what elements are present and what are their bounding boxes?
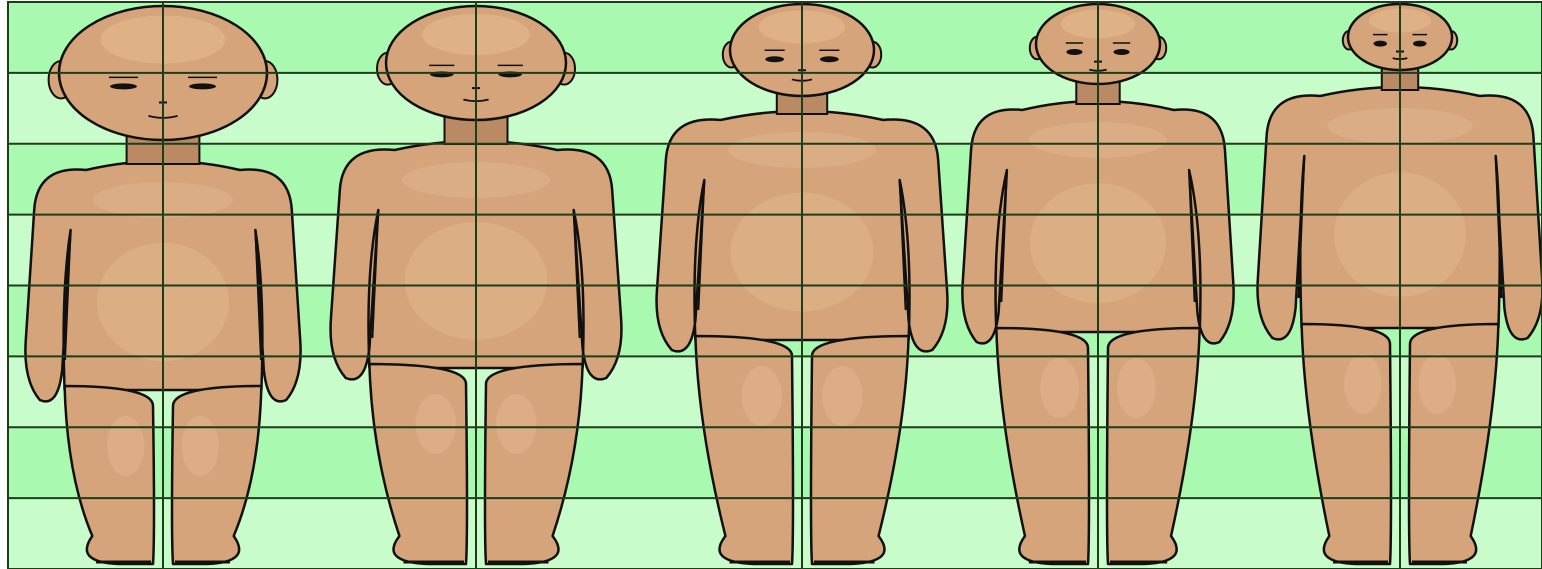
right-thigh-highlight	[1419, 354, 1456, 414]
right-thigh-highlight	[1117, 358, 1155, 418]
left-eye	[765, 56, 784, 62]
left-thigh-highlight	[107, 416, 144, 476]
left-eye	[1066, 49, 1082, 55]
right-thigh-highlight	[496, 394, 536, 454]
left-thigh-highlight	[742, 366, 782, 426]
right-eye	[1114, 49, 1130, 55]
left-thigh-highlight	[416, 394, 456, 454]
right-eye	[1413, 41, 1427, 47]
left-thigh-highlight	[1344, 354, 1381, 414]
left-eye	[110, 83, 137, 89]
right-eye	[189, 83, 216, 89]
right-thigh-highlight	[182, 416, 219, 476]
right-eye	[820, 56, 839, 62]
right-thigh-highlight	[822, 366, 862, 426]
left-thigh-highlight	[1040, 358, 1078, 418]
left-eye	[1373, 41, 1387, 47]
